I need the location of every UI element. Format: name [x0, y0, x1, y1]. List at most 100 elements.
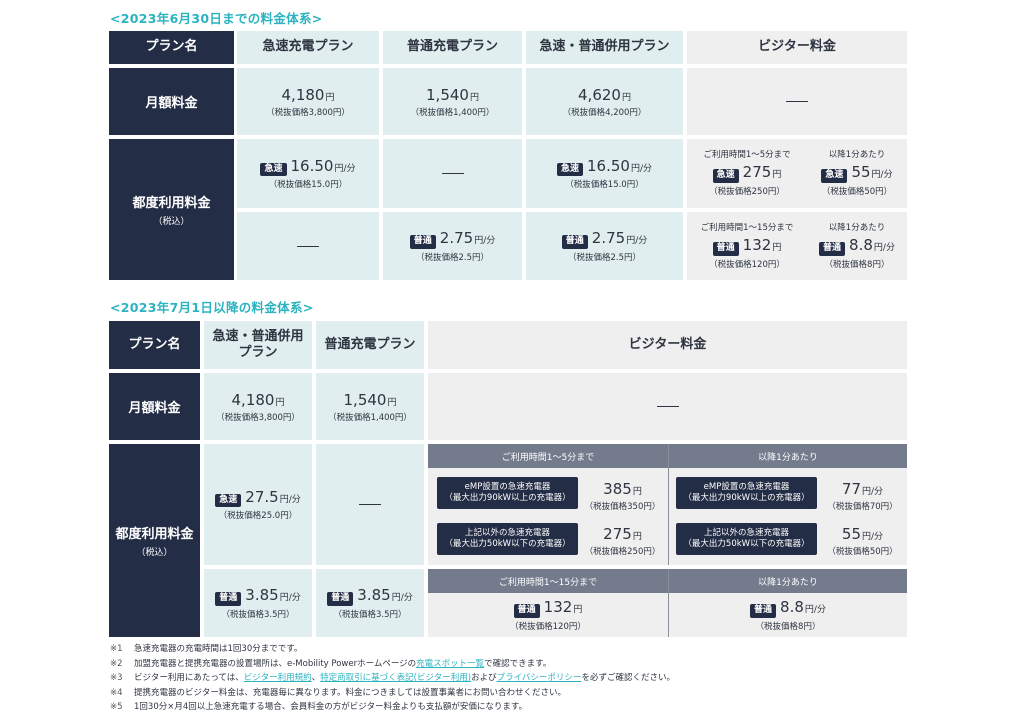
- row-label-per-use: 都度利用料金 （税込）: [109, 444, 200, 637]
- footnote-4: ※4 提携充電器のビジター料金は、充電器毎に異なります。料金につきましては設置事…: [110, 686, 675, 701]
- price-unit: 円/分: [862, 487, 884, 497]
- charger-type-emp: eMP設置の急速充電器 （最大出力90kW以上の充電器）: [437, 477, 578, 509]
- tax-excluded-note: （税抜価格250円）: [584, 547, 661, 557]
- footnote-text: 、: [311, 673, 321, 683]
- price-value: 4,180: [231, 390, 275, 409]
- charging-spot-list-link[interactable]: 充電スポット一覧: [416, 658, 485, 669]
- visitor-normal-first-header: ご利用時間1～15分まで: [428, 569, 668, 593]
- price-unit: 円/分: [334, 163, 356, 174]
- fast-badge: 急速: [556, 162, 583, 177]
- charger-type-emp-line2: （最大出力90kW以上の充電器）: [683, 493, 810, 503]
- normal-badge: 普通: [561, 235, 588, 249]
- tax-excluded-note: （税抜価格15.0円）: [565, 180, 644, 191]
- visitor-time-caption: 以降1分あたり: [828, 223, 886, 233]
- footnote-mark: ※4: [110, 687, 123, 698]
- header-visitor: ビジター料金: [687, 31, 907, 64]
- visitor-terms-link[interactable]: ビジター利用規約: [243, 673, 312, 683]
- price-value: 275: [603, 525, 632, 543]
- tax-excluded-note: （税抜価格15.0円）: [268, 180, 348, 191]
- row-label-per-use-text: 都度利用料金: [115, 527, 194, 542]
- not-applicable-dash: [441, 173, 464, 174]
- price-value: 4,620: [578, 85, 621, 104]
- charger-type-other-line1: 上記以外の急速充電器: [464, 527, 550, 538]
- tax-excluded-note: （税抜価格50円）: [821, 186, 893, 197]
- footnote-5: ※5 1回30分×月4回以上急速充電する場合、会員料金の方がビジター料金よりも支…: [110, 700, 675, 715]
- price-value: 4,180: [281, 85, 325, 104]
- header-combined-plan-line1: 急速・普通併用: [212, 328, 304, 344]
- normal-badge: 普通: [712, 242, 739, 256]
- tax-excluded-note: （税抜価格50円）: [827, 547, 898, 557]
- price-unit: 円: [632, 487, 642, 497]
- tax-excluded-note: （税抜価格25.0円）: [218, 511, 298, 522]
- fast-badge: 急速: [712, 169, 739, 183]
- price-unit: 円/分: [630, 163, 652, 174]
- tax-excluded-note: （税抜価格8円）: [824, 259, 890, 270]
- footnote-mark: ※5: [110, 702, 123, 712]
- price-unit: 円/分: [804, 605, 826, 615]
- tax-excluded-note: （税抜価格250円）: [709, 186, 785, 197]
- footnote-text: 加盟充電器と提携充電器の設置場所は、e-Mobility Powerホームページ…: [134, 658, 417, 669]
- charger-type-emp: eMP設置の急速充電器 （最大出力90kW以上の充電器）: [676, 477, 817, 509]
- visitor-time-caption: 以降1分あたり: [828, 150, 886, 160]
- tax-excluded-note: （税抜価格3.5円）: [333, 609, 407, 620]
- row-label-per-use: 都度利用料金 （税込）: [109, 139, 234, 280]
- tax-excluded-note: （税抜価格2.5円）: [567, 252, 642, 263]
- commercial-transactions-notation-link[interactable]: 特定商取引に基づく表記(ビジター利用): [320, 673, 472, 683]
- row-label-monthly-text: 月額料金: [145, 96, 198, 111]
- footnote-3: ※3 ビジター利用にあたっては、 ビジター利用規約 、 特定商取引に基づく表記(…: [110, 671, 675, 686]
- tax-excluded-note: （税抜価格1,400円）: [410, 107, 495, 118]
- charger-type-emp-line2: （最大出力90kW以上の充電器）: [444, 493, 571, 503]
- price-unit: 円/分: [474, 236, 496, 247]
- price-value: 3.85: [245, 586, 279, 605]
- monthly-visitor: [428, 373, 907, 440]
- footnote-mark: ※1: [110, 644, 123, 654]
- not-applicable-dash: [786, 101, 808, 102]
- visitor-time-caption: ご利用時間1～5分まで: [703, 150, 791, 160]
- price-value: 2.75: [591, 229, 626, 248]
- footnote-text: 提携充電器のビジター料金は、充電器毎に異なります。料金につきましては設置事業者に…: [134, 687, 567, 698]
- price-value: 132: [543, 598, 573, 616]
- column-divider: [668, 569, 669, 637]
- footnote-text: ビジター利用にあたっては、: [134, 673, 244, 683]
- row-label-per-use-sub: （税込）: [153, 217, 190, 227]
- charger-type-other-line2: （最大出力50kW以下の充電器）: [683, 539, 810, 549]
- header-normal-plan: 普通充電プラン: [383, 31, 522, 64]
- fast-badge: 急速: [821, 169, 848, 183]
- price-unit: 円/分: [279, 494, 301, 505]
- section1-title: <2023年6月30日までの料金体系>: [110, 11, 323, 26]
- header-combined-plan: 急速・普通併用 プラン: [204, 321, 312, 369]
- header-fast-plan: 急速充電プラン: [237, 31, 379, 64]
- header-plan-name-text: プラン名: [128, 336, 181, 352]
- tax-excluded-note: （税抜価格8円）: [755, 621, 821, 632]
- price-unit: 円/分: [279, 593, 301, 604]
- header-fast-plan-text: 急速充電プラン: [262, 39, 354, 55]
- row-label-per-use-text: 都度利用料金: [132, 196, 211, 211]
- price-unit: 円: [469, 92, 479, 103]
- privacy-policy-link[interactable]: プライバシーポリシー: [496, 673, 582, 683]
- price-unit: 円: [772, 170, 782, 180]
- normal-badge: 普通: [819, 242, 846, 256]
- normal-badge: 普通: [215, 592, 242, 606]
- visitor-time-caption: ご利用時間1～15分まで: [700, 223, 794, 233]
- footnote-text: および: [471, 673, 497, 683]
- footnotes: ※1 急速充電器の充電時間は1回30分までです。 ※2 加盟充電器と提携充電器の…: [110, 642, 675, 715]
- price-value: 16.50: [290, 156, 334, 175]
- tax-excluded-note: （税抜価格3.5円）: [221, 609, 295, 620]
- price-value: 1,540: [426, 85, 469, 104]
- header-plan-name-text: プラン名: [145, 39, 198, 55]
- price-unit: 円/分: [862, 532, 884, 542]
